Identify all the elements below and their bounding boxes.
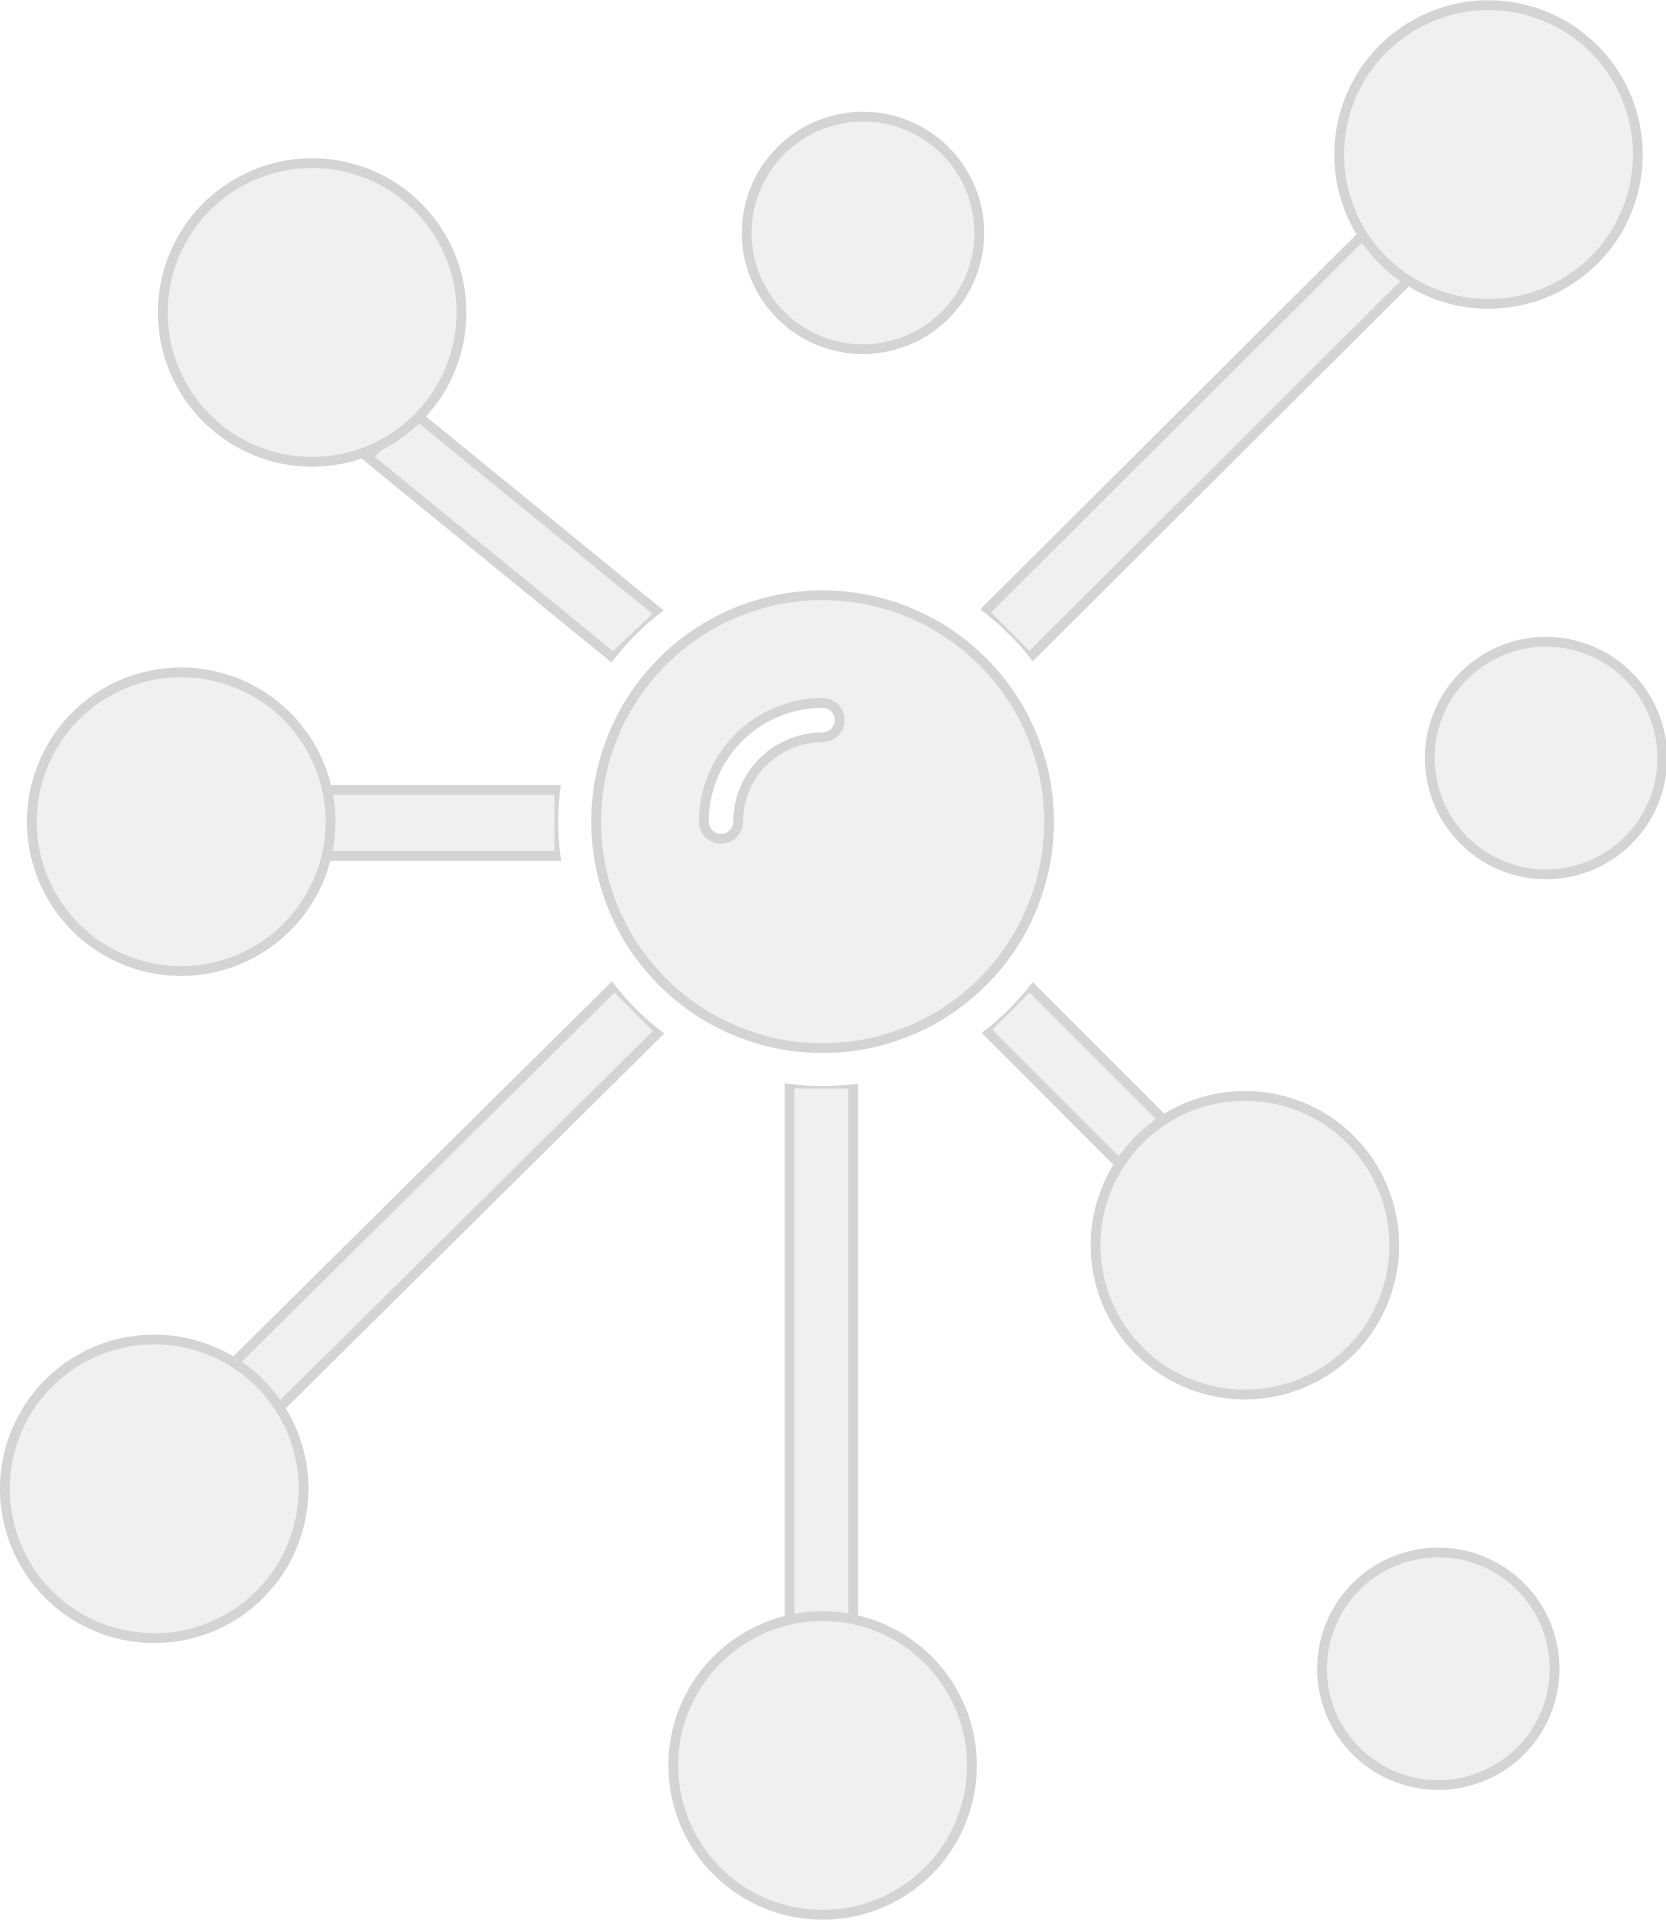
node-top-right xyxy=(1334,0,1643,309)
node-bottom-right xyxy=(1090,1090,1400,1400)
highlight-arc xyxy=(708,707,835,834)
node-bottom xyxy=(668,1611,977,1920)
connector-bottom-left xyxy=(226,978,667,1415)
node-bottom-left xyxy=(0,1334,309,1644)
node-bottom-right-small xyxy=(1317,1547,1560,1790)
node-top-left xyxy=(157,158,467,467)
connector-left xyxy=(301,784,565,861)
connector-top-left xyxy=(359,406,668,665)
connector-bottom xyxy=(784,1078,859,1646)
node-top-small xyxy=(741,111,985,355)
node-right-small xyxy=(1424,636,1666,880)
central-node xyxy=(591,590,1054,1054)
node-left xyxy=(26,667,336,976)
connector-top-right xyxy=(977,227,1416,665)
